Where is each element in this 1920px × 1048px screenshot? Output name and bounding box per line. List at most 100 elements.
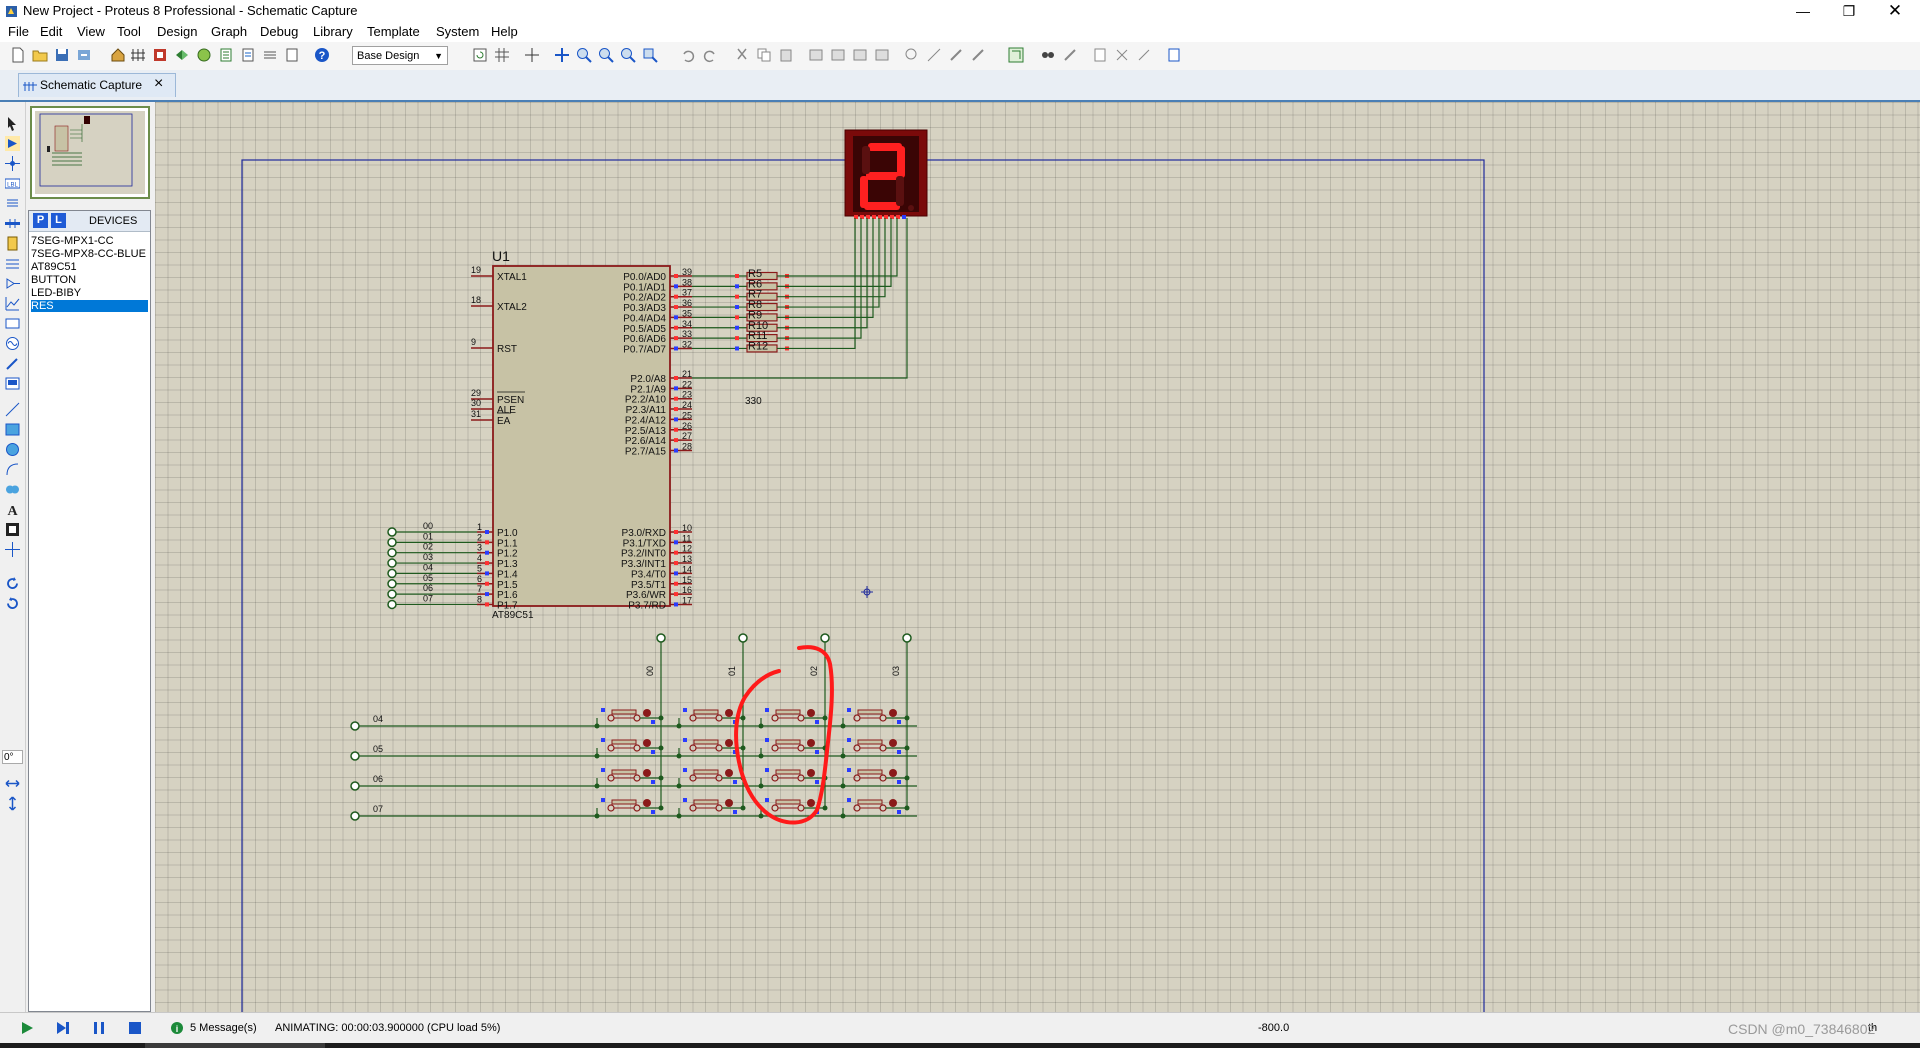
grid-icon[interactable] <box>494 47 510 63</box>
play-icon[interactable] <box>20 1021 34 1035</box>
marker-tool-icon[interactable] <box>5 542 20 557</box>
pick-device-icon[interactable] <box>904 47 920 63</box>
info-icon[interactable]: i <box>170 1021 184 1035</box>
graph-mode-icon[interactable] <box>5 296 20 311</box>
menu-system[interactable]: System <box>436 24 480 39</box>
arc-tool-icon[interactable] <box>5 462 20 477</box>
line-tool-icon[interactable] <box>5 402 20 417</box>
virtual-instruments-icon[interactable] <box>5 376 20 391</box>
menu-library[interactable]: Library <box>313 24 353 39</box>
buses-icon[interactable] <box>5 216 20 231</box>
menu-debug[interactable]: Debug <box>260 24 299 39</box>
text-tool-icon[interactable]: A <box>5 502 20 517</box>
zoom-all-icon[interactable] <box>620 47 636 63</box>
menu-view[interactable]: View <box>77 24 105 39</box>
menu-design[interactable]: Design <box>157 24 198 39</box>
copy-icon[interactable] <box>756 47 772 63</box>
new-file-icon[interactable] <box>10 47 26 63</box>
stop-icon[interactable] <box>128 1021 142 1035</box>
gerber-icon[interactable] <box>196 47 212 63</box>
help-icon[interactable]: ? <box>314 47 330 63</box>
pause-icon[interactable] <box>92 1021 106 1035</box>
block-delete-icon[interactable] <box>874 47 890 63</box>
overview-window[interactable] <box>30 106 150 199</box>
search-icon[interactable] <box>1040 47 1056 63</box>
menu-graph[interactable]: Graph <box>211 24 248 39</box>
menu-help[interactable]: Help <box>491 24 518 39</box>
junction-dot-icon[interactable] <box>5 156 20 171</box>
bill-of-materials-icon[interactable] <box>1166 47 1182 63</box>
pan-icon[interactable] <box>554 47 570 63</box>
rotation-input[interactable]: 0° <box>2 750 23 764</box>
redo-icon[interactable] <box>702 47 718 63</box>
schematic-icon[interactable] <box>130 47 146 63</box>
rotate-clockwise-icon[interactable] <box>5 576 20 591</box>
wire-autorouter-icon[interactable] <box>1008 47 1024 63</box>
device-item[interactable]: AT89C51 <box>31 261 77 273</box>
origin-icon[interactable] <box>524 47 540 63</box>
new-sheet-icon[interactable] <box>1092 47 1108 63</box>
restore-button[interactable]: ❐ <box>1842 3 1856 19</box>
selection-mode-icon[interactable] <box>5 116 20 131</box>
property-assign-icon[interactable] <box>1062 47 1078 63</box>
mirror-vertical-icon[interactable] <box>5 796 20 811</box>
text-script-icon[interactable] <box>5 196 20 211</box>
zoom-area-icon[interactable] <box>642 47 658 63</box>
home-icon[interactable] <box>110 47 126 63</box>
messages-count[interactable]: 5 Message(s) <box>190 1022 257 1034</box>
cut-icon[interactable] <box>734 47 750 63</box>
terminals-icon[interactable] <box>5 256 20 271</box>
device-item[interactable]: BUTTON <box>31 274 77 286</box>
decompose-icon[interactable] <box>948 47 964 63</box>
component-mode-icon[interactable] <box>5 136 20 151</box>
source-code-icon[interactable] <box>240 47 256 63</box>
device-item[interactable]: LED-BIBY <box>31 287 82 299</box>
pick-devices-button[interactable]: P <box>33 213 48 228</box>
wire-label-icon[interactable]: LBL <box>5 176 20 191</box>
seven-segment-display[interactable]: 2 <box>844 129 928 217</box>
tape-recorder-icon[interactable] <box>5 316 20 331</box>
voltage-probe-icon[interactable] <box>5 356 20 371</box>
undo-icon[interactable] <box>680 47 696 63</box>
document-icon[interactable] <box>284 47 300 63</box>
step-icon[interactable] <box>56 1021 70 1035</box>
import-icon[interactable] <box>76 47 92 63</box>
3d-view-icon[interactable] <box>174 47 190 63</box>
minimize-button[interactable]: — <box>1796 3 1810 19</box>
paste-icon[interactable] <box>778 47 794 63</box>
menu-edit[interactable]: Edit <box>40 24 63 39</box>
zoom-in-icon[interactable] <box>576 47 592 63</box>
block-move-icon[interactable] <box>830 47 846 63</box>
subcircuit-icon[interactable] <box>5 236 20 251</box>
open-folder-icon[interactable] <box>32 47 48 63</box>
box-tool-icon[interactable] <box>5 422 20 437</box>
library-manager-button[interactable]: L <box>51 213 66 228</box>
menu-tool[interactable]: Tool <box>117 24 141 39</box>
exit-to-parent-icon[interactable] <box>1136 47 1152 63</box>
device-item[interactable]: 7SEG-MPX1-CC <box>31 235 114 247</box>
pcb-icon[interactable] <box>152 47 168 63</box>
remove-sheet-icon[interactable] <box>1114 47 1130 63</box>
circle-tool-icon[interactable] <box>5 442 20 457</box>
make-device-icon[interactable] <box>926 47 942 63</box>
zoom-out-icon[interactable] <box>598 47 614 63</box>
close-button[interactable]: ✕ <box>1887 1 1903 20</box>
design-variant-select[interactable]: Base Design▼ <box>352 46 448 65</box>
device-item[interactable]: 7SEG-MPX8-CC-BLUE <box>31 248 146 260</box>
save-icon[interactable] <box>54 47 70 63</box>
schematic-canvas[interactable]: 2 U1 AT89C51 19XTAL118XTAL29RST29PSEN30A… <box>155 102 1920 1012</box>
refresh-icon[interactable] <box>472 47 488 63</box>
bom-icon[interactable] <box>218 47 234 63</box>
mirror-horizontal-icon[interactable] <box>5 776 20 791</box>
notes-icon[interactable] <box>262 47 278 63</box>
at89c51-chip[interactable]: U1 AT89C51 <box>492 248 671 621</box>
generator-icon[interactable] <box>5 336 20 351</box>
close-tab-icon[interactable]: × <box>154 75 164 92</box>
block-copy-icon[interactable] <box>808 47 824 63</box>
tab-schematic-capture[interactable]: Schematic Capture × <box>18 73 176 97</box>
block-rotate-icon[interactable] <box>852 47 868 63</box>
packaging-tool-icon[interactable] <box>970 47 986 63</box>
menu-file[interactable]: File <box>8 24 29 39</box>
